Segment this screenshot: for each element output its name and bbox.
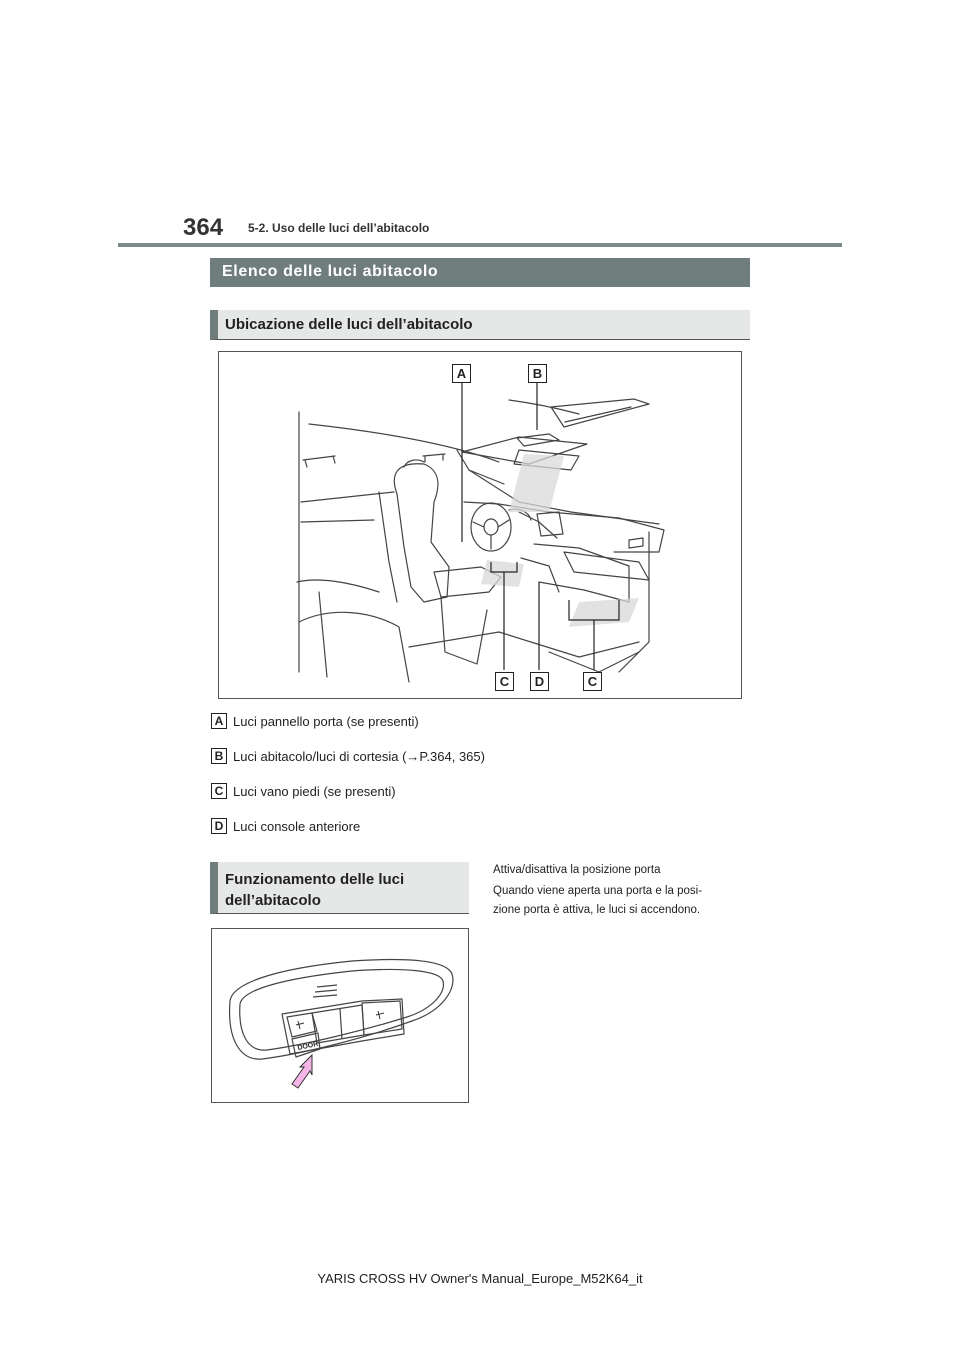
callout-a: A [452, 364, 471, 383]
operation-heading-line2: dell’abitacolo [225, 892, 321, 909]
light-beams [481, 454, 639, 627]
legend-key-c: C [211, 783, 227, 799]
body-text-line2: Quando viene aperta una porta e la posi- [493, 885, 703, 897]
callout-b: B [528, 364, 547, 383]
switch-drawing: DOOR [228, 958, 454, 1089]
legend-item-a: A Luci pannello porta (se presenti) [211, 712, 419, 730]
legend-item-c: C Luci vano piedi (se presenti) [211, 782, 396, 800]
page-number: 364 [183, 214, 224, 241]
legend-key-a: A [211, 713, 227, 729]
chapter-banner: Elenco delle luci abitacolo [210, 258, 750, 287]
callout-d: D [530, 672, 549, 691]
footer-text: YARIS CROSS HV Owner's Manual_Europe_M52… [317, 1271, 643, 1286]
body-text-line3: zione porta è attiva, le luci si accendo… [493, 904, 701, 916]
switch-illustration: DOOR [211, 928, 469, 1103]
header-rule [118, 243, 842, 247]
legend-key-b: B [211, 748, 227, 764]
operation-heading: Funzionamento delle luci dell’abitacolo [210, 862, 469, 914]
interior-drawing [296, 383, 665, 683]
section-title: 5-2. Uso delle luci dell’abitacolo [248, 221, 430, 235]
press-arrow-icon [291, 1053, 313, 1089]
callout-c-left: C [495, 672, 514, 691]
legend-key-d: D [211, 818, 227, 834]
legend-text-d: Luci console anteriore [233, 818, 361, 834]
legend-text-a: Luci pannello porta (se presenti) [233, 713, 419, 729]
interior-illustration: A B C D C [218, 351, 742, 699]
operation-heading-line1: Funzionamento delle luci [225, 871, 405, 888]
legend-item-d: D Luci console anteriore [211, 817, 360, 835]
callout-c-right: C [583, 672, 602, 691]
body-text-line1: Attiva/disattiva la posizione porta [493, 864, 661, 876]
legend-text-c: Luci vano piedi (se presenti) [233, 783, 396, 799]
legend-text-b: Luci abitacolo/luci di cortesia (→P.364,… [233, 748, 485, 764]
legend-item-b: B Luci abitacolo/luci di cortesia (→P.36… [211, 747, 485, 765]
location-heading: Ubicazione delle luci dell’abitacolo [210, 310, 750, 340]
door-switch-label: DOOR [297, 1041, 319, 1052]
